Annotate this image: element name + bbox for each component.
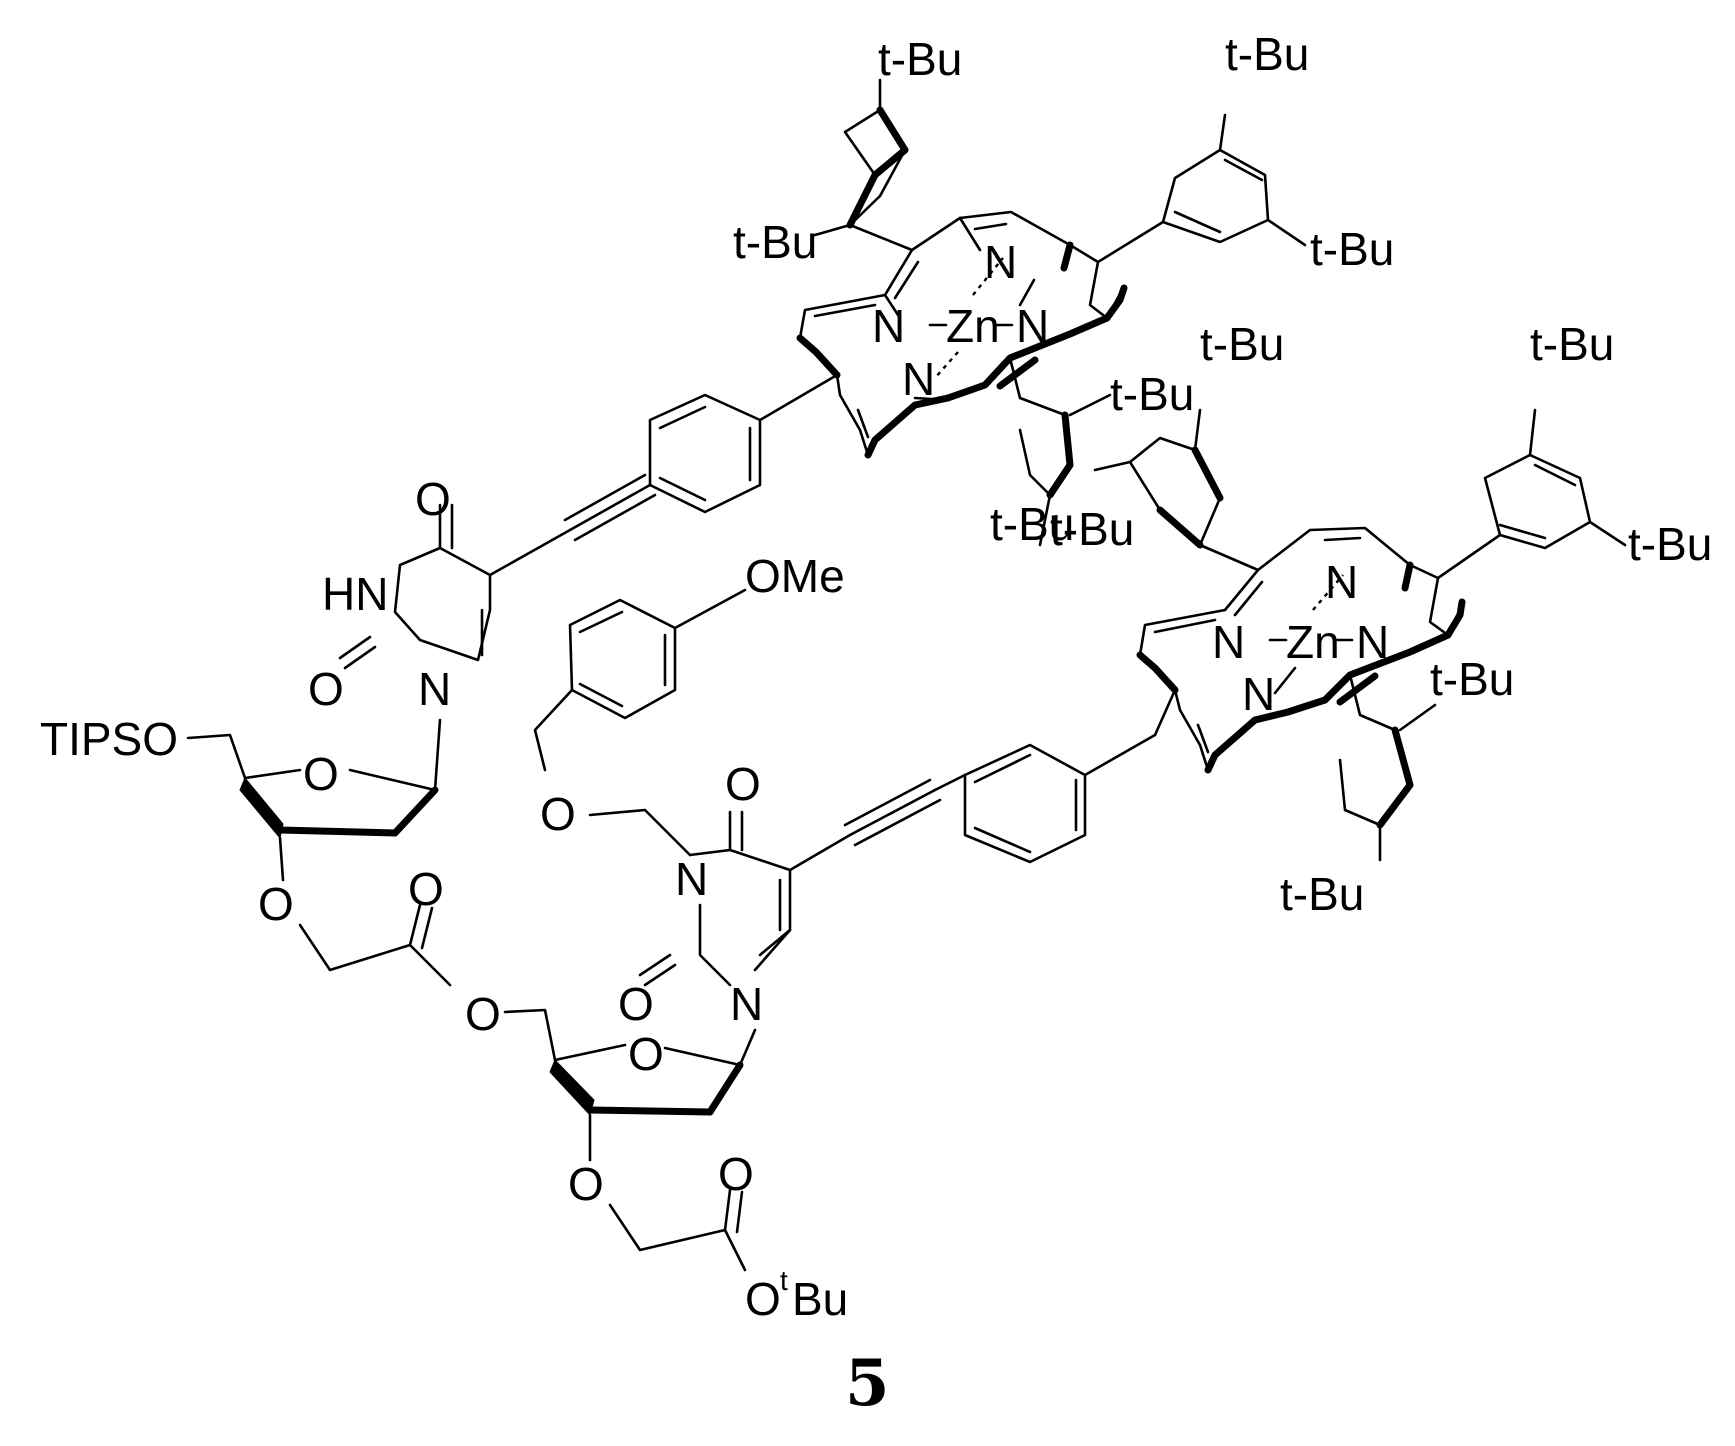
lower-sugar-o3: O <box>568 1158 604 1210</box>
tbu-label-5: t-Bu <box>1110 368 1194 420</box>
upper-uracil-n1: N <box>418 663 451 715</box>
upper-ester-carbonyl-o: O <box>408 863 444 915</box>
ome-label: OMe <box>745 550 845 602</box>
lower-alkyne <box>788 773 967 872</box>
tbu-label-7: t-Bu <box>1200 318 1284 370</box>
upper-alkyne <box>488 473 657 577</box>
upper-porphyrin-n-top: N <box>984 236 1017 288</box>
lower-porphyrin-zn: Zn <box>1286 616 1340 668</box>
tbu-label-12: t-Bu <box>1280 868 1364 920</box>
compound-number: 5 <box>845 1346 890 1421</box>
upper-porphyrin: N N Zn N N t-Bu t-Bu t-Bu t-Bu t-Bu t-Bu <box>648 28 1394 555</box>
lower-porphyrin: N N Zn N N t-Bu t-Bu t-Bu t-Bu t-Bu t-Bu <box>963 318 1712 920</box>
tbu-ester-o: O <box>745 1273 781 1325</box>
tbu-label-2: t-Bu <box>733 216 817 268</box>
pmb-group: OMe O <box>533 550 845 857</box>
lower-sugar-ring-o: O <box>628 1028 664 1080</box>
upper-ester-o: O <box>465 988 501 1040</box>
upper-uracil-o2: O <box>308 663 344 715</box>
lower-porphyrin-n-bottom: N <box>1242 668 1275 720</box>
tbu-label-4: t-Bu <box>1310 223 1394 275</box>
upper-porphyrin-zn: Zn <box>946 300 1000 352</box>
tbu-label-3: t-Bu <box>1225 28 1309 80</box>
lower-uracil-n1: N <box>730 978 763 1030</box>
lower-uracil: O N O N <box>618 758 792 1030</box>
upper-porphyrin-n-left: N <box>872 300 905 352</box>
tbu-ester-superscript: t <box>780 1265 788 1296</box>
tbu-label-10: t-Bu <box>1628 518 1712 570</box>
tbu-label-9: t-Bu <box>1530 318 1614 370</box>
tbu-label-11: t-Bu <box>1430 653 1514 705</box>
mom-o: O <box>540 788 576 840</box>
upper-sugar-ring-o: O <box>303 748 339 800</box>
tbu-label-6: t-Bu <box>1050 503 1134 555</box>
tipso-label: TIPSO <box>40 713 178 765</box>
lower-uracil-o2: O <box>618 978 654 1030</box>
tbu-label-8: t-Bu <box>990 498 1074 550</box>
tbu-ester-bu: Bu <box>792 1273 848 1325</box>
upper-uracil-o4: O <box>415 473 451 525</box>
lower-uracil-o4: O <box>725 758 761 810</box>
tbu-label-1: t-Bu <box>878 33 962 85</box>
lower-porphyrin-n-left: N <box>1212 616 1245 668</box>
lower-porphyrin-n-right: N <box>1356 616 1389 668</box>
lower-porphyrin-n-top: N <box>1325 556 1358 608</box>
upper-sugar-o3: O <box>258 878 294 930</box>
lower-sugar: O O O O t Bu <box>503 1008 848 1325</box>
lower-ester-carbonyl-o: O <box>718 1148 754 1200</box>
lower-uracil-n3: N <box>675 853 708 905</box>
upper-porphyrin-n-right: N <box>1016 300 1049 352</box>
upper-uracil: O HN O N <box>308 473 492 715</box>
upper-uracil-hn: HN <box>322 568 388 620</box>
upper-sugar: TIPSO O O O O <box>40 713 501 1040</box>
upper-porphyrin-n-bottom: N <box>902 353 935 405</box>
